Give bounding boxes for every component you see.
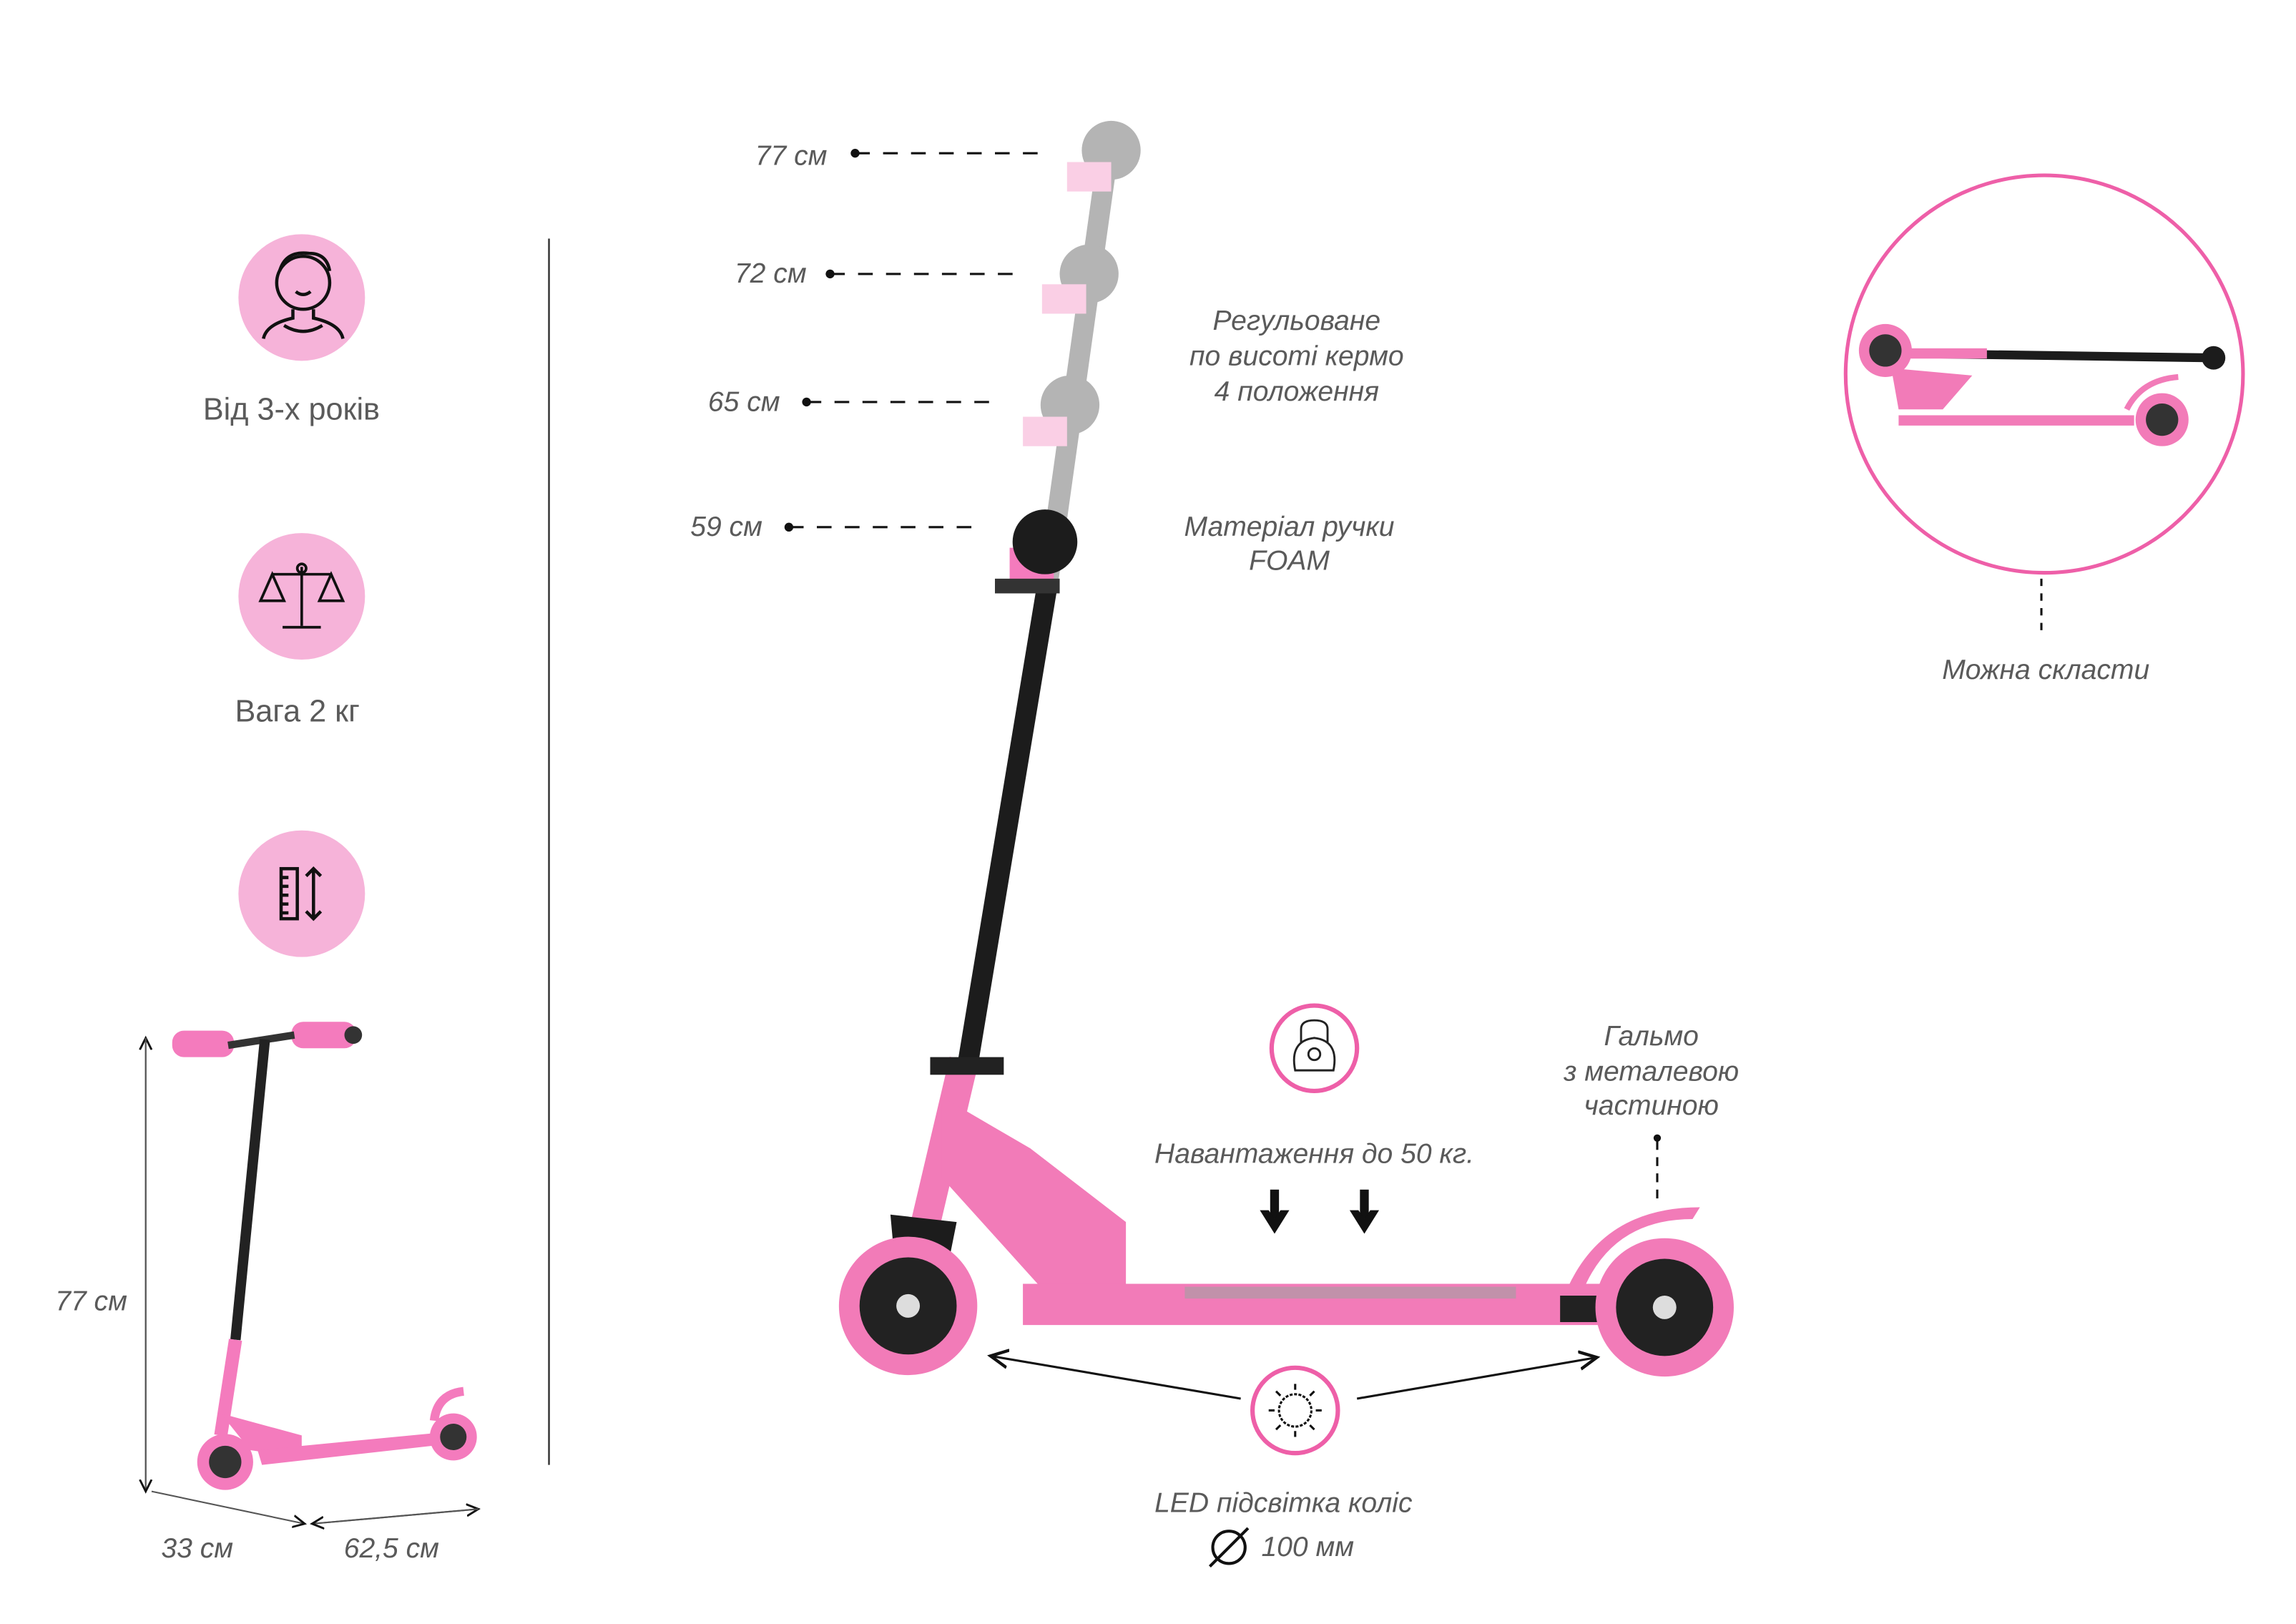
height-marker-label: 65 см: [708, 386, 780, 417]
diameter-icon: [1208, 1527, 1250, 1568]
folded-view: Можна скласти: [1843, 173, 2245, 685]
scales-icon: [258, 562, 345, 629]
folded-scooter-illustration: [1858, 323, 2226, 446]
feature-age-label: Від 3-х років: [203, 393, 380, 427]
feature-weight-label: Вага 2 кг: [235, 694, 359, 728]
load-label: Навантаження до 50 кг.: [1154, 1139, 1474, 1170]
length-dimension-label: 62,5 см: [344, 1533, 439, 1564]
callout-line: Регульоване: [1213, 305, 1381, 336]
brake-callout: Гальмо з металевою частиною: [1563, 1021, 1739, 1205]
ruler-height-icon: [279, 866, 323, 921]
callout-line: частиною: [1584, 1090, 1719, 1121]
main-scooter-illustration: [838, 120, 1734, 1377]
handlebar-height-markers: 77 см 72 см 65 см 59 см: [690, 141, 1045, 542]
led-label: LED підсвітка коліс: [1154, 1487, 1413, 1518]
height-dimension-label: 77 см: [55, 1286, 127, 1317]
callout-line: 4 положення: [1215, 376, 1380, 407]
small-scooter-illustration: [172, 1022, 477, 1490]
height-marker-label: 59 см: [690, 512, 762, 542]
led-callout: LED підсвітка коліс 100 мм: [991, 1356, 1597, 1568]
feature-size: [238, 830, 366, 957]
kettlebell-icon: [1292, 1019, 1336, 1072]
down-arrow-icon: [1260, 1189, 1380, 1234]
grip-callout: Матеріал ручки FOAM: [1184, 512, 1395, 576]
callout-line: FOAM: [1249, 546, 1330, 577]
load-callout: Навантаження до 50 кг.: [1154, 1003, 1474, 1234]
callout-line: з металевою: [1563, 1057, 1739, 1087]
width-dimension-label: 33 см: [161, 1533, 233, 1564]
child-face-icon: [262, 251, 345, 340]
light-icon: [1268, 1384, 1322, 1437]
dimension-lines: [146, 1038, 479, 1524]
wheel-diameter-label: 100 мм: [1261, 1532, 1354, 1562]
callout-line: по висоті кермо: [1189, 341, 1404, 371]
callout-line: Матеріал ручки: [1184, 512, 1395, 542]
callout-line: Гальмо: [1604, 1021, 1699, 1052]
adjustable-callout: Регульоване по висоті кермо 4 положення: [1189, 305, 1404, 407]
foldable-label: Можна скласти: [1942, 655, 2149, 685]
feature-age: Від 3-х років: [203, 234, 380, 427]
height-marker-label: 77 см: [755, 141, 828, 172]
height-marker-label: 72 см: [735, 258, 807, 289]
feature-weight: Вага 2 кг: [235, 533, 366, 728]
